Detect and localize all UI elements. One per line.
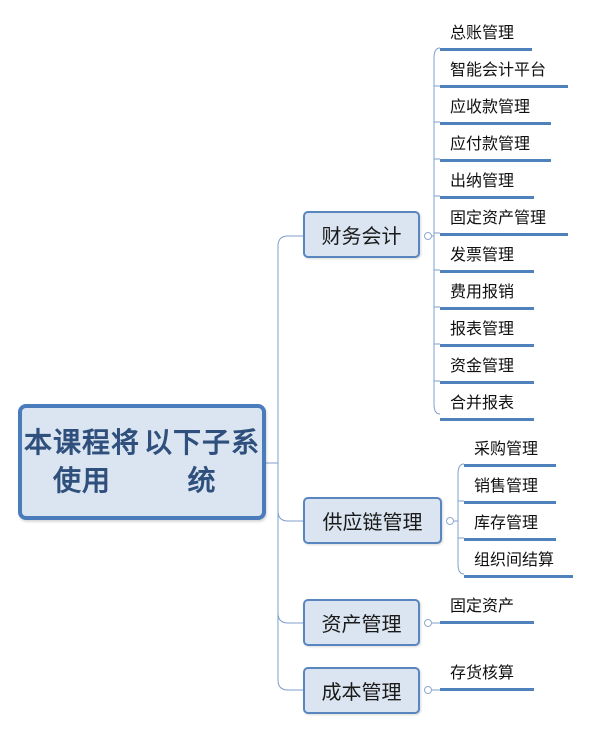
- leaf-label: 应付款管理: [450, 134, 531, 153]
- category-label: 财务会计: [321, 224, 402, 248]
- category-finance[interactable]: 财务会计: [303, 211, 420, 258]
- leaf-label: 智能会计平台: [450, 60, 547, 79]
- category-label: 资产管理: [321, 612, 402, 636]
- leaf-label: 存货核算: [450, 663, 515, 682]
- leaf-underline: [440, 159, 551, 162]
- leaf-label: 固定资产: [450, 596, 515, 615]
- leaf-label: 库存管理: [474, 513, 539, 532]
- leaf-label: 总账管理: [450, 23, 515, 42]
- leaf-underline: [464, 464, 556, 467]
- leaf-item[interactable]: 固定资产: [440, 586, 534, 624]
- leaf-item[interactable]: 资金管理: [440, 346, 534, 384]
- root-node: 本课程将使用 以下子系统: [18, 404, 266, 520]
- category-label: 供应链管理: [322, 510, 423, 534]
- leaf-underline: [440, 196, 534, 199]
- cat-1-fan: [432, 47, 441, 415]
- leaf-item[interactable]: 应收款管理: [440, 87, 551, 125]
- leaf-item[interactable]: 发票管理: [440, 235, 534, 273]
- leaf-underline: [440, 270, 534, 273]
- trunk-vertical: [277, 235, 289, 691]
- collapse-knob-icon[interactable]: [424, 619, 432, 627]
- leaf-item[interactable]: 存货核算: [440, 653, 534, 691]
- cat-2-fan: [454, 463, 465, 575]
- leaf-underline: [440, 688, 534, 691]
- root-line-1: 本课程将使用: [23, 426, 140, 497]
- leaf-item[interactable]: 销售管理: [464, 466, 556, 504]
- category-cost[interactable]: 成本管理: [303, 667, 420, 714]
- leaf-label: 组织间结算: [474, 550, 555, 569]
- collapse-knob-icon[interactable]: [424, 686, 432, 694]
- leaf-item[interactable]: 应付款管理: [440, 124, 551, 162]
- trunk-to-cat-3: [277, 612, 304, 624]
- leaf-underline: [464, 501, 556, 504]
- leaf-label: 费用报销: [450, 282, 515, 301]
- leaf-underline: [464, 575, 573, 578]
- leaf-label: 报表管理: [450, 319, 515, 338]
- category-assets[interactable]: 资产管理: [303, 599, 420, 646]
- category-supply-chain[interactable]: 供应链管理: [303, 497, 442, 544]
- trunk-to-cat-2: [277, 510, 304, 522]
- collapse-knob-icon[interactable]: [424, 232, 432, 240]
- leaf-underline: [440, 48, 532, 51]
- leaf-item[interactable]: 报表管理: [440, 309, 534, 347]
- leaf-underline: [464, 538, 556, 541]
- leaf-item[interactable]: 组织间结算: [464, 540, 573, 578]
- leaf-label: 固定资产管理: [450, 208, 547, 227]
- leaf-label: 应收款管理: [450, 97, 531, 116]
- leaf-underline: [440, 122, 551, 125]
- leaf-label: 销售管理: [474, 476, 539, 495]
- leaf-label: 发票管理: [450, 245, 515, 264]
- leaf-underline: [440, 344, 534, 347]
- leaf-underline: [440, 381, 534, 384]
- leaf-underline: [440, 233, 568, 236]
- leaf-label: 出纳管理: [450, 171, 515, 190]
- leaf-underline: [440, 621, 534, 624]
- leaf-item[interactable]: 出纳管理: [440, 161, 534, 199]
- root-line-2: 以下子系统: [143, 426, 260, 497]
- leaf-item[interactable]: 合并报表: [440, 383, 534, 421]
- leaf-underline: [440, 307, 534, 310]
- category-label: 成本管理: [321, 680, 402, 704]
- leaf-item[interactable]: 采购管理: [464, 429, 556, 467]
- leaf-item[interactable]: 费用报销: [440, 272, 534, 310]
- leaf-item[interactable]: 总账管理: [440, 13, 532, 51]
- leaf-underline: [440, 418, 534, 421]
- leaf-label: 合并报表: [450, 393, 515, 412]
- leaf-item[interactable]: 库存管理: [464, 503, 556, 541]
- leaf-label: 资金管理: [450, 356, 515, 375]
- leaf-underline: [440, 85, 568, 88]
- leaf-item[interactable]: 智能会计平台: [440, 50, 568, 88]
- leaf-label: 采购管理: [474, 439, 539, 458]
- leaf-item[interactable]: 固定资产管理: [440, 198, 568, 236]
- collapse-knob-icon[interactable]: [446, 517, 454, 525]
